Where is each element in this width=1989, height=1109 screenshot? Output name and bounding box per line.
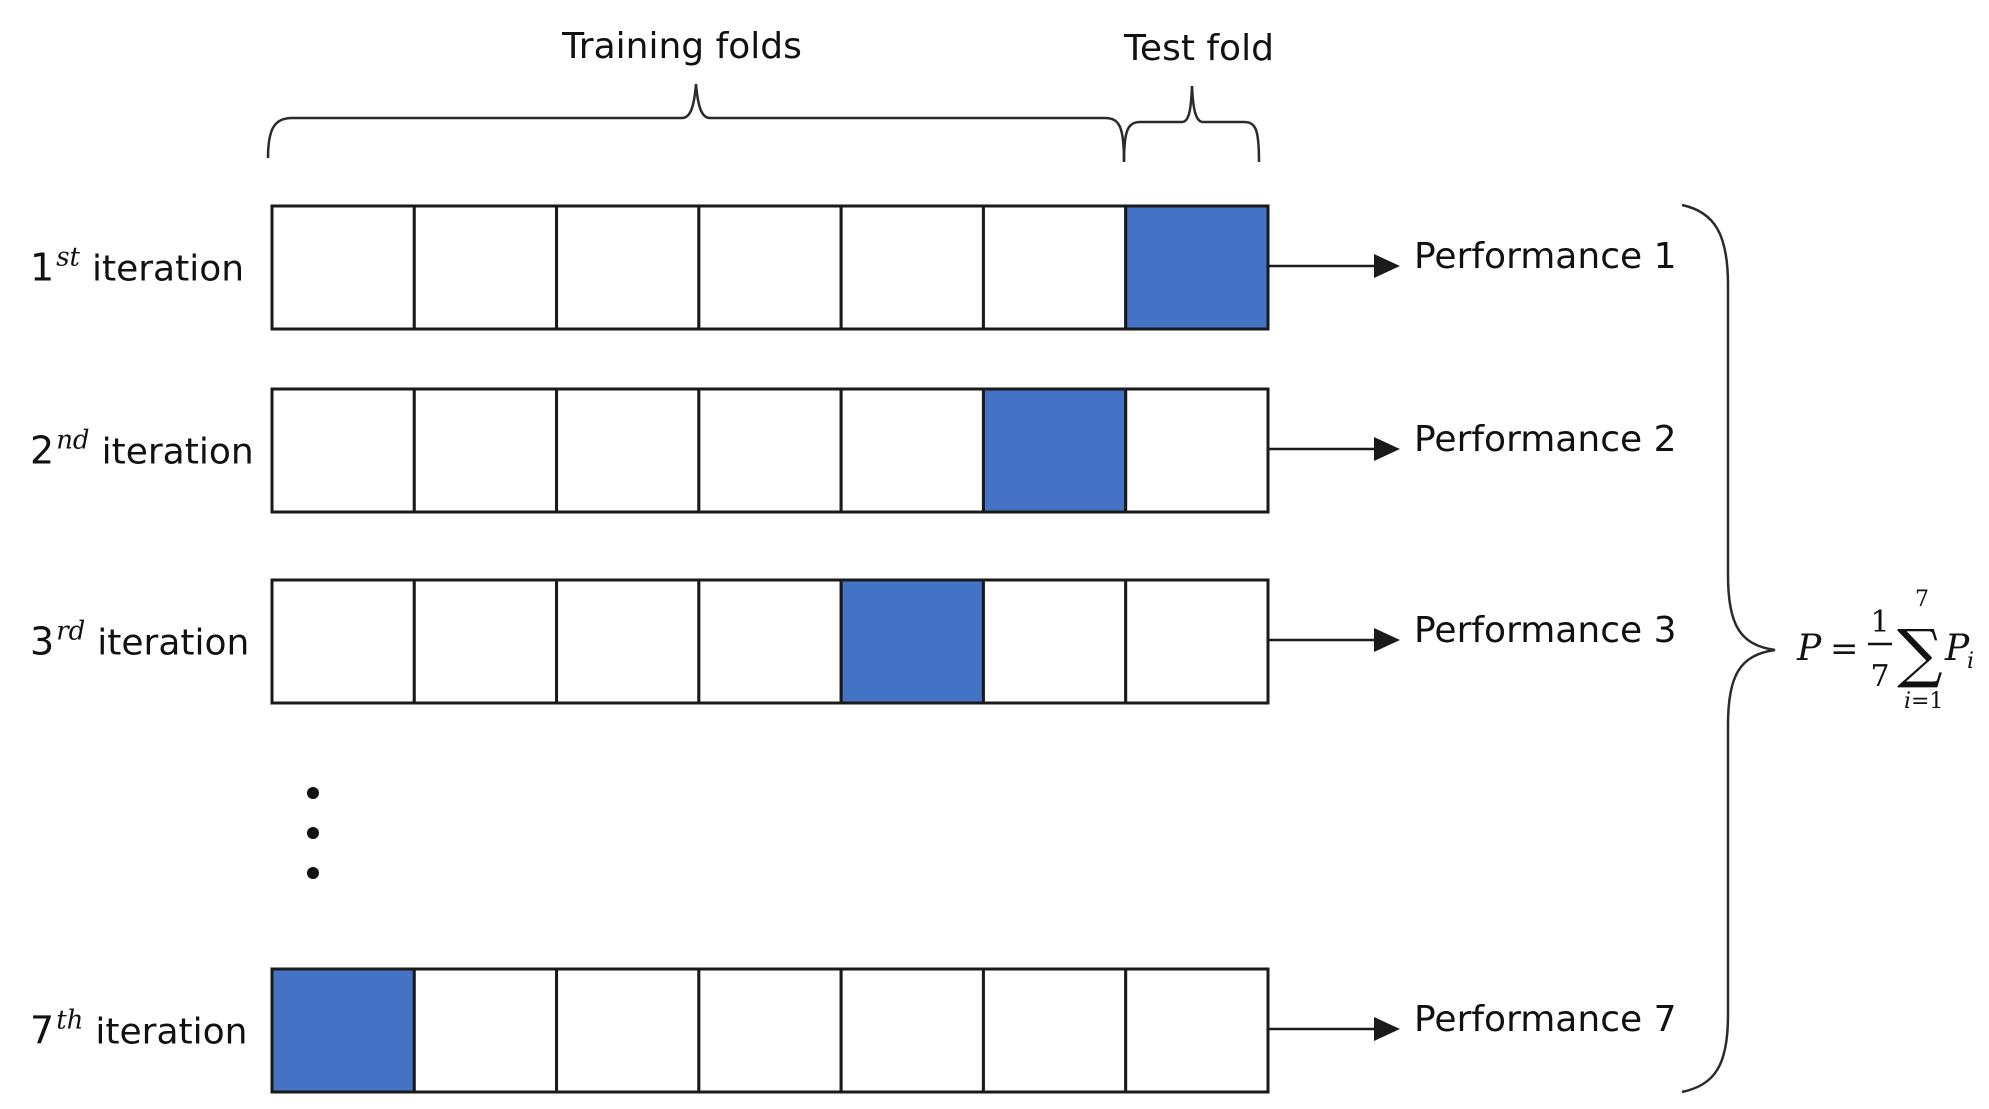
iteration-row-2: 2nd iteration Performance 2 [30,387,1676,514]
training-folds-label: Training folds [561,26,802,67]
performance-label: Performance 2 [1414,419,1676,460]
training-fold-cell [697,204,843,331]
test-fold-cell [1124,204,1270,331]
ellipsis-dot [307,827,319,839]
formula-lhs: P [1796,628,1822,669]
training-fold-cell [270,387,416,514]
test-fold-cell [981,387,1128,514]
iteration-row-4: 7th iteration Performance 7 [30,967,1676,1094]
test-fold-cell [839,578,985,705]
formula-equals: = [1830,629,1859,669]
arrow-head [1374,1017,1400,1041]
iteration-word: iteration [102,432,254,473]
training-fold-cell [697,967,843,1094]
performance-label: Performance 7 [1414,999,1676,1040]
training-fold-cell [555,578,701,705]
formula-term: P [1944,628,1970,669]
training-fold-cell [1124,578,1270,705]
iteration-number: 7 [30,1009,54,1053]
iteration-label: 3rd iteration [30,617,249,664]
formula-term-subscript: i [1967,649,1974,674]
ellipsis-dot [307,867,319,879]
test-fold-brace [1122,85,1261,163]
training-fold-cell [555,387,701,514]
training-fold-cell [981,578,1128,705]
iteration-number: 2 [30,429,54,473]
training-fold-cell [412,387,559,514]
formula-denominator: 7 [1870,659,1889,694]
training-fold-cell [555,204,701,331]
iteration-number: 3 [30,620,54,664]
training-fold-cell [270,578,416,705]
sum-lower-var: i [1904,689,1911,714]
formula-numerator: 1 [1870,605,1889,640]
iteration-number: 1 [30,246,54,290]
arrow-head [1374,437,1400,461]
iteration-ordinal-suffix: rd [56,617,85,647]
test-fold-label: Test fold [1123,28,1274,69]
test-fold-cell [270,967,416,1094]
training-fold-cell [412,967,559,1094]
training-fold-cell [1124,967,1270,1094]
iteration-ordinal-suffix: st [56,243,80,273]
sum-symbol: ∑ [1897,617,1943,691]
training-folds-brace [266,83,1126,163]
iteration-word: iteration [97,623,249,664]
performance-label: Performance 1 [1414,236,1676,277]
iteration-ordinal-suffix: nd [56,426,89,456]
training-fold-cell [839,387,985,514]
sum-lower-eq: =1 [1911,689,1943,714]
training-fold-cell [981,967,1128,1094]
ellipsis-dot [307,787,319,799]
iteration-word: iteration [95,1012,247,1053]
sum-upper-limit: 7 [1915,587,1929,612]
aggregate-brace [1681,203,1776,1094]
iteration-label: 2nd iteration [30,426,254,473]
training-fold-cell [839,967,985,1094]
training-fold-cell [270,204,416,331]
ellipsis-dots [307,787,319,879]
training-fold-cell [412,578,559,705]
performance-label: Performance 3 [1414,610,1676,651]
arrow-head [1374,254,1400,278]
training-fold-cell [839,204,985,331]
iteration-label: 7th iteration [30,1006,247,1053]
iteration-row-1: 1st iteration Performance 1 [30,204,1676,331]
training-fold-cell [981,204,1128,331]
iteration-word: iteration [92,249,244,290]
arrow-head [1374,628,1400,652]
training-fold-cell [412,204,559,331]
training-fold-cell [697,578,843,705]
iteration-label: 1st iteration [30,243,244,290]
training-fold-cell [697,387,843,514]
training-fold-cell [1124,387,1270,514]
iteration-ordinal-suffix: th [56,1006,83,1036]
iteration-row-3: 3rd iteration Performance 3 [30,578,1676,705]
average-performance-formula: P = 1 7 ∑ 7 i =1 P i [1796,587,1974,714]
training-fold-cell [555,967,701,1094]
